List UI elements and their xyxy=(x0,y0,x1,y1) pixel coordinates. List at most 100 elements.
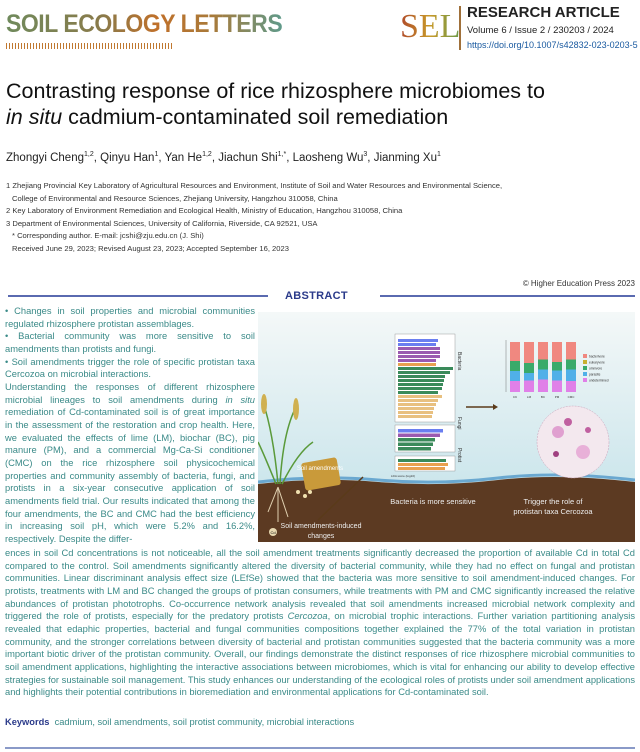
highlight: • Changes in soil properties and microbi… xyxy=(5,306,255,329)
stacked-segment xyxy=(510,342,520,361)
arrow xyxy=(317,476,364,521)
logo-divider xyxy=(459,6,461,50)
x-axis-label: LDA score (log10) xyxy=(391,474,415,478)
highlight: • Soil amendments trigger the role of sp… xyxy=(5,356,255,380)
author: Jianming Xu1 xyxy=(373,151,441,164)
dates: Received June 29, 2023; Revised August 2… xyxy=(12,243,289,253)
legend-label: undetermined xyxy=(589,379,609,383)
stacked-segment xyxy=(538,369,548,380)
highlight: • Bacterial community was more sensitive… xyxy=(5,331,255,354)
group-label: LM xyxy=(527,395,532,399)
title-italic: in situ xyxy=(6,105,63,129)
abstract-left-column: • Changes in soil properties and microbi… xyxy=(5,305,255,545)
panel-label: Fungi xyxy=(456,417,462,430)
text-italic: in situ xyxy=(225,394,255,405)
journal-logo: SEL xyxy=(400,8,461,45)
legend-swatch xyxy=(583,372,587,376)
stacked-segment xyxy=(510,381,520,392)
keywords-text: cadmium, soil amendments, soil protist c… xyxy=(54,717,355,727)
lefse-bar xyxy=(398,367,453,370)
lefse-bar xyxy=(398,463,448,466)
lefse-bar xyxy=(398,343,436,346)
cd-label: Cd xyxy=(270,530,275,535)
stacked-segment xyxy=(552,370,562,381)
lefse-bar xyxy=(398,347,440,350)
stacked-segment xyxy=(566,359,576,370)
stacked-segment xyxy=(552,362,562,371)
author: Jiachun Shi1,* xyxy=(218,151,287,164)
stacked-segment xyxy=(552,380,562,392)
keywords-label: Keywords xyxy=(5,717,50,727)
title-line-2: in situ cadmium-contaminated soil remedi… xyxy=(6,104,636,130)
affiliation: 2 Key Laboratory of Environment Remediat… xyxy=(6,206,403,216)
author: Yan He1,2 xyxy=(164,151,212,164)
author: Zhongyi Cheng1,2 xyxy=(6,151,94,164)
lefse-bar xyxy=(398,371,450,374)
group-label: CK xyxy=(513,395,517,399)
lefse-bar xyxy=(398,363,436,366)
legend-swatch xyxy=(583,366,587,370)
article-title: Contrasting response of rice rhizosphere… xyxy=(6,78,636,130)
soil xyxy=(258,476,635,542)
panel-label: Protist xyxy=(456,448,462,463)
legend-swatch xyxy=(583,360,587,364)
label-soil-amendments: Soil amendments xyxy=(297,466,343,472)
stacked-segment xyxy=(538,379,548,392)
lefse-bar xyxy=(398,387,442,390)
legend-label: parasite xyxy=(589,373,601,377)
lefse-bar xyxy=(398,459,446,462)
title-line-1: Contrasting response of rice rhizosphere… xyxy=(6,79,545,103)
lefse-bar xyxy=(398,395,442,398)
keywords: Keywords cadmium, soil amendments, soil … xyxy=(5,717,354,727)
graphical-abstract: Soil amendments Soil amendments-induced … xyxy=(258,312,635,542)
doi-link[interactable]: https://doi.org/10.1007/s42832-023-0203-… xyxy=(467,40,638,50)
label-bacteria-sensitive: Bacteria is more sensitive xyxy=(390,497,475,506)
divider xyxy=(380,295,635,297)
stacked-segment xyxy=(524,342,534,363)
lefse-bar xyxy=(398,359,436,362)
journal-name: SOIL ECOLOGY LETTERS xyxy=(6,10,283,38)
lefse-bar xyxy=(398,339,438,342)
stacked-segment xyxy=(538,359,548,370)
legend-label: omnivore xyxy=(589,367,602,371)
lefse-bar xyxy=(398,355,440,358)
panel-label: Bacteria xyxy=(456,352,462,371)
network-graph xyxy=(536,405,610,479)
affiliation: College of Environmental and Resource Sc… xyxy=(12,193,338,203)
stacked-segment xyxy=(566,381,576,392)
arrow-head xyxy=(493,404,498,410)
author: Qinyu Han1 xyxy=(100,151,159,164)
stacked-segment xyxy=(524,373,534,381)
legend-label: bacterivore xyxy=(589,355,605,359)
lefse-bar xyxy=(398,433,440,437)
stacked-segment xyxy=(552,342,562,362)
author: Laosheng Wu3 xyxy=(292,151,368,164)
label-induced-changes: Soil amendments-induced xyxy=(281,523,362,530)
stacked-segment xyxy=(566,342,576,360)
lefse-bar xyxy=(398,442,433,446)
divider xyxy=(8,295,268,297)
lefse-bar xyxy=(398,375,445,378)
lefse-bar xyxy=(398,399,438,402)
text-italic: Cercozoa xyxy=(287,611,328,622)
label-trigger: Trigger the role of xyxy=(524,497,584,506)
stacked-legend: bacterivoreeukaryvoreomnivoreparasiteund… xyxy=(583,354,609,383)
lefse-bar xyxy=(398,351,440,354)
lefse-bar xyxy=(398,379,444,382)
lefse-bar xyxy=(398,438,435,442)
text: Understanding the responses of different… xyxy=(5,381,255,405)
lefse-bar xyxy=(398,383,443,386)
bottom-divider xyxy=(5,747,635,749)
lefse-bar xyxy=(398,415,432,418)
abstract-full-width: ences in soil Cd concentrations is not n… xyxy=(5,547,635,699)
stacked-segment xyxy=(524,380,534,392)
lefse-bar xyxy=(398,429,443,433)
article-type: RESEARCH ARTICLE xyxy=(467,4,620,21)
lefse-bar xyxy=(398,403,436,406)
title-rest: cadmium-contaminated soil remediation xyxy=(62,105,449,129)
lefse-bar xyxy=(398,447,431,451)
label-induced-changes: changes xyxy=(308,533,335,540)
stacked-segment xyxy=(566,369,576,381)
affiliation: 1 Zhejiang Provincial Key Laboratory of … xyxy=(6,181,503,190)
